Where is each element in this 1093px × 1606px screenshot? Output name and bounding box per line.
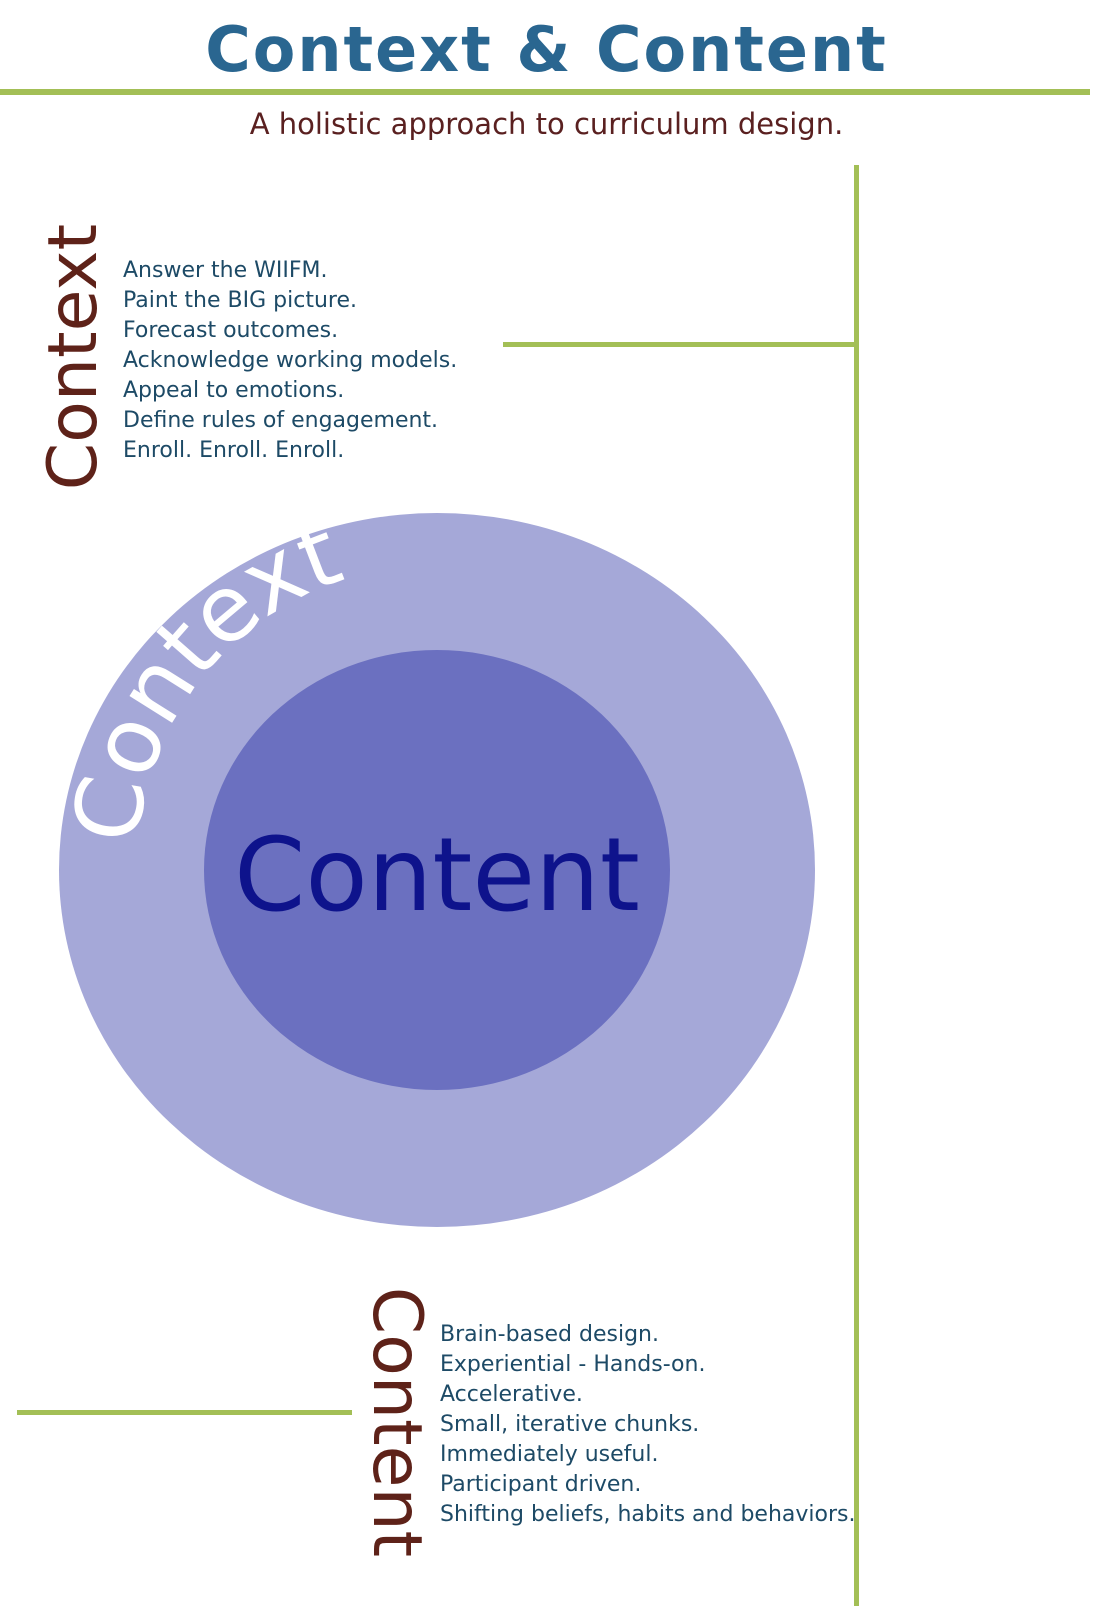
context-connector-line — [503, 342, 857, 347]
context-item: Enroll. Enroll. Enroll. — [123, 438, 345, 463]
content-item: Accelerative. — [440, 1382, 583, 1407]
content-item: Immediately useful. — [440, 1442, 659, 1467]
content-item: Participant driven. — [440, 1472, 642, 1497]
content-inner-circle — [204, 650, 670, 1090]
title-underline — [0, 89, 1090, 95]
content-item: Small, iterative chunks. — [440, 1412, 700, 1437]
content-center-label: Content — [234, 816, 640, 935]
context-item-list: Answer the WIIFM. Paint the BIG picture.… — [123, 256, 457, 466]
context-item: Forecast outcomes. — [123, 318, 339, 343]
content-connector-line — [17, 1410, 352, 1415]
context-item: Define rules of engagement. — [123, 408, 439, 433]
concentric-circles-diagram: Context Content — [52, 500, 815, 1227]
content-item: Experiential - Hands-on. — [440, 1352, 706, 1377]
page-subtitle: A holistic approach to curriculum design… — [249, 107, 844, 141]
content-item: Shifting beliefs, habits and behaviors. — [440, 1502, 856, 1527]
content-item-list: Brain-based design. Experiential - Hands… — [440, 1320, 855, 1530]
context-item: Paint the BIG picture. — [123, 288, 357, 313]
context-item: Appeal to emotions. — [123, 378, 345, 403]
content-item: Brain-based design. — [440, 1322, 659, 1347]
context-item: Acknowledge working models. — [123, 348, 458, 373]
context-item: Answer the WIIFM. — [123, 258, 328, 283]
content-section-label: Content — [357, 1286, 436, 1558]
context-section-label: Context — [34, 223, 113, 491]
vertical-divider — [854, 165, 859, 1606]
page-title: Context & Content — [205, 13, 888, 86]
